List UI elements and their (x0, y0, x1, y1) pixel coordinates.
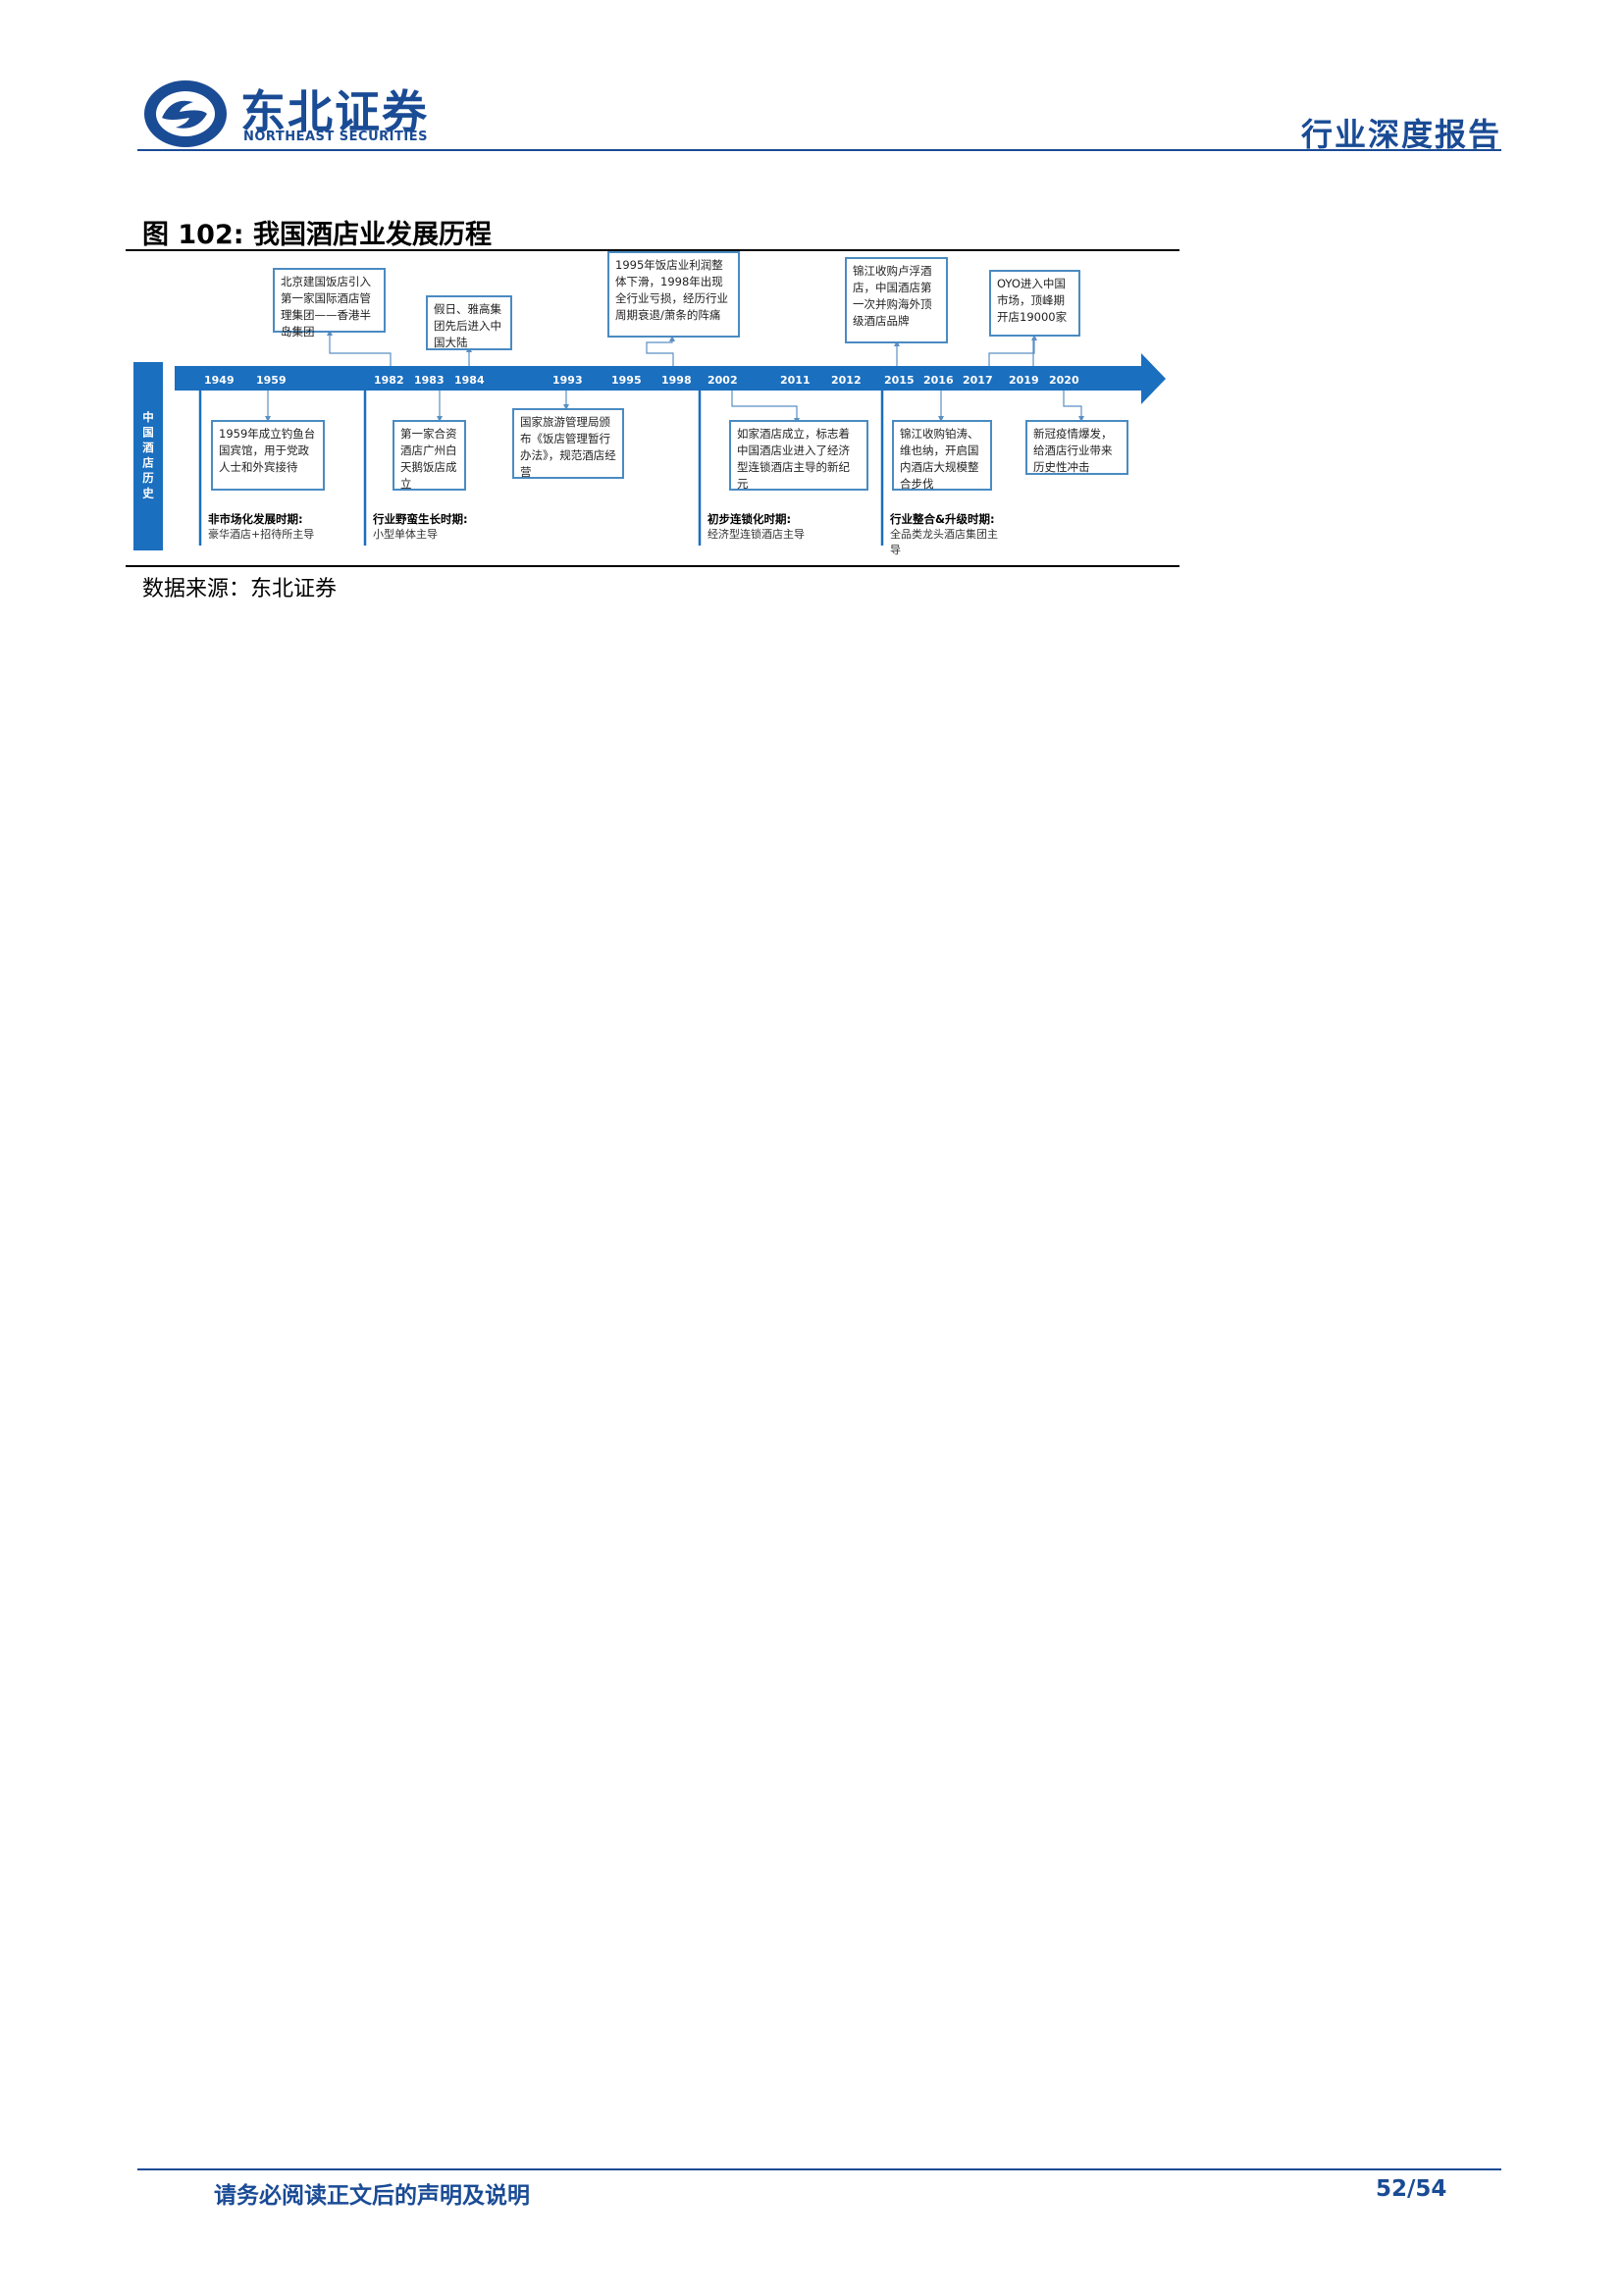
event-box-top: OYO进入中国市场，顶峰期开店19000家 (989, 270, 1080, 337)
year-label: 2019 (1009, 374, 1039, 387)
event-box-top: 锦江收购卢浮酒店，中国酒店第一次并购海外顶级酒店品牌 (845, 257, 948, 343)
event-box-top: 北京建国饭店引入第一家国际酒店管理集团——香港半岛集团 (273, 268, 386, 339)
footer-disclaimer: 请务必阅读正文后的声明及说明 (214, 2183, 530, 2209)
era-subtitle: 豪华酒店+招待所主导 (208, 528, 315, 541)
event-box-bottom: 1959年成立钓鱼台国宾馆，用于党政人士和外宾接待 (211, 420, 325, 491)
figure-bottom-rule (126, 565, 1179, 567)
company-logo-icon (144, 80, 227, 147)
year-label: 1982 (374, 374, 404, 387)
hotel-history-timeline: 中国酒店历史 1949 1959 1982 1983 1984 1993 199… (126, 251, 1179, 565)
company-name-cn: 东北证券 (240, 85, 429, 138)
page-number: 52/54 (1376, 2176, 1447, 2202)
header-divider (137, 149, 1501, 151)
era-subtitle: 经济型连锁酒店主导 (707, 528, 805, 541)
company-name-en: NORTHEAST SECURITIES (243, 130, 428, 144)
timeline-lines (175, 330, 1166, 546)
timeline-side-label: 中国酒店历史 (133, 362, 163, 550)
year-label: 1998 (661, 374, 692, 387)
event-box-top: 1995年饭店业利润整体下滑，1998年出现全行业亏损，经历行业周期衰退/萧条的… (607, 251, 740, 338)
event-box-bottom: 国家旅游管理局颁布《饭店管理暂行办法》，规范酒店经营 (512, 408, 624, 479)
era-title: 初步连锁化时期: (707, 512, 792, 526)
year-label: 1995 (611, 374, 642, 387)
year-label: 2011 (780, 374, 811, 387)
event-box-top: 假日、雅高集团先后进入中国大陆 (426, 295, 512, 350)
era-title: 行业整合&升级时期: (890, 512, 995, 526)
year-label: 1949 (204, 374, 235, 387)
year-label: 2002 (707, 374, 738, 387)
figure-caption: 图 102: 我国酒店业发展历程 (142, 220, 492, 250)
report-type: 行业深度报告 (1300, 116, 1501, 153)
year-label: 1983 (414, 374, 445, 387)
year-label: 1993 (552, 374, 583, 387)
era-title: 非市场化发展时期: (208, 512, 303, 526)
year-label: 1984 (454, 374, 485, 387)
timeline-arrow (175, 353, 1166, 404)
event-box-bottom: 锦江收购铂涛、维也纳，开启国内酒店大规模整合步伐 (892, 420, 992, 491)
year-label: 1959 (256, 374, 287, 387)
year-label: 2015 (884, 374, 915, 387)
figure-top-rule (126, 249, 1179, 251)
year-label: 2012 (831, 374, 862, 387)
footer-divider (137, 2168, 1501, 2170)
era-title: 行业野蛮生长时期: (373, 512, 468, 526)
year-label: 2016 (923, 374, 954, 387)
era-subtitle: 小型单体主导 (373, 528, 438, 541)
year-label: 2020 (1049, 374, 1079, 387)
event-box-bottom: 第一家合资酒店广州白天鹅饭店成立 (393, 420, 466, 491)
event-box-bottom: 新冠疫情爆发，给酒店行业带来历史性冲击 (1025, 420, 1128, 475)
year-label: 2017 (963, 374, 993, 387)
event-box-bottom: 如家酒店成立，标志着中国酒店业进入了经济型连锁酒店主导的新纪元 (729, 420, 868, 491)
figure-source: 数据来源：东北证券 (142, 577, 338, 601)
era-subtitle: 全品类龙头酒店集团主导 (890, 528, 998, 556)
